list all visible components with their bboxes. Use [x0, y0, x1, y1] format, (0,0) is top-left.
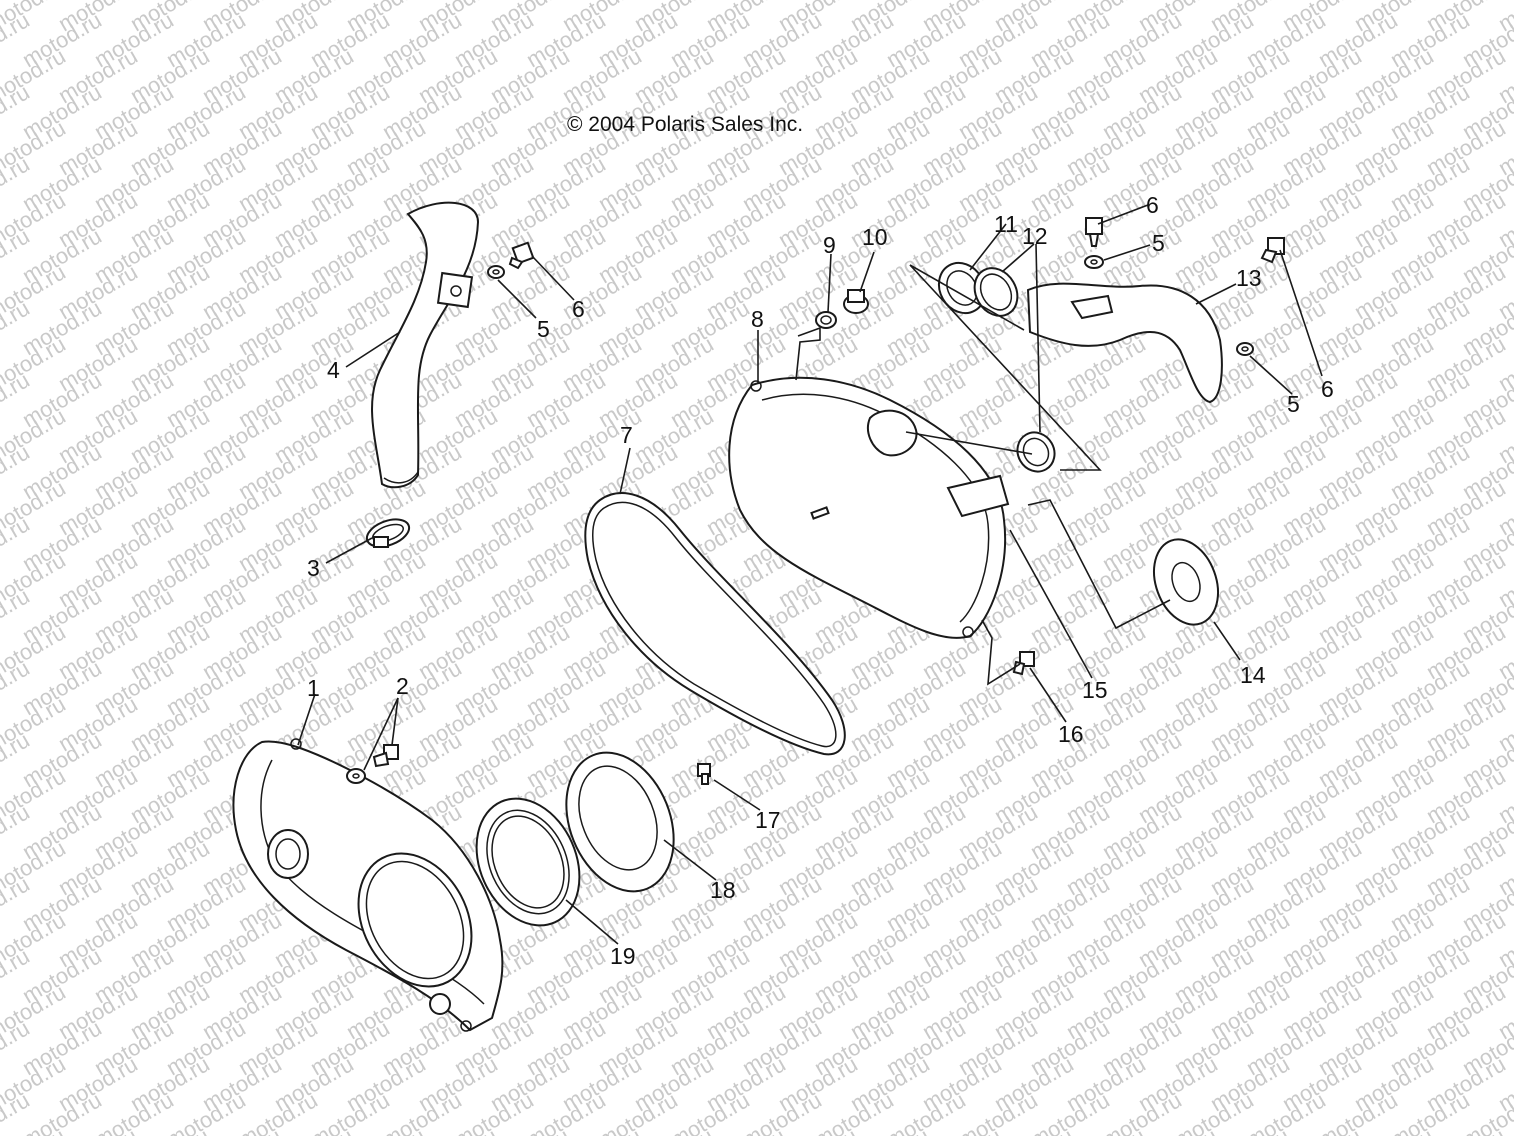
callout-9: 9: [823, 232, 836, 258]
part-9-o-ring: [815, 311, 837, 329]
callout-2: 2: [396, 673, 409, 699]
callout-7: 7: [620, 422, 633, 448]
callout-labels: 1 2 3 4 5 6 7 8 9 10 11 12 13 6 5 5 6 14…: [307, 192, 1334, 969]
part-17-bolt: [697, 763, 711, 785]
part-6-bolt-upper-right: [1085, 217, 1103, 247]
part-14-decal-ring: [1153, 538, 1219, 626]
callout-13: 13: [1236, 265, 1262, 291]
copyright-text: © 2004 Polaris Sales Inc.: [567, 113, 804, 136]
callout-16: 16: [1058, 721, 1084, 747]
callout-5-a: 5: [537, 316, 550, 342]
callout-1: 1: [307, 675, 320, 701]
callout-6-b: 6: [1146, 192, 1159, 218]
callout-3: 3: [307, 555, 320, 581]
part-19-seal: [475, 797, 581, 927]
part-12-hose-clamps: [973, 267, 1056, 473]
part-5-washer-upper-right: [1084, 255, 1104, 269]
callout-5-b: 5: [1152, 230, 1165, 256]
part-4-intake-duct: [371, 201, 480, 489]
callout-8: 8: [751, 306, 764, 332]
part-5-washer-right: [1236, 342, 1254, 356]
part-13-outlet-duct: [1026, 282, 1223, 404]
callout-4: 4: [327, 357, 340, 383]
callout-10: 10: [862, 224, 888, 250]
callout-15: 15: [1082, 677, 1108, 703]
part-5-washer-upper-left: [487, 265, 505, 279]
callout-14: 14: [1240, 662, 1266, 688]
part-16-bolt: [1012, 651, 1035, 676]
callout-6-c: 6: [1321, 376, 1334, 402]
part-7-drive-belt: [584, 492, 846, 756]
part-8-outer-clutch-cover: [728, 376, 1010, 639]
leader-lines: [297, 204, 1323, 945]
callout-12: 12: [1022, 223, 1048, 249]
part-18-retainer-plate: [565, 751, 675, 893]
callout-17: 17: [755, 807, 781, 833]
callout-19: 19: [610, 943, 636, 969]
part-2-bolt-washer: [346, 744, 399, 784]
callout-11: 11: [994, 211, 1018, 237]
part-6-bolt-upper-left: [508, 241, 535, 270]
part-3-hose-clamp: [365, 518, 411, 548]
callout-18: 18: [710, 877, 736, 903]
callout-5-c: 5: [1287, 391, 1300, 417]
part-10-plug: [843, 289, 869, 314]
callout-6-a: 6: [572, 296, 585, 322]
part-1-inner-clutch-cover: [232, 738, 504, 1032]
